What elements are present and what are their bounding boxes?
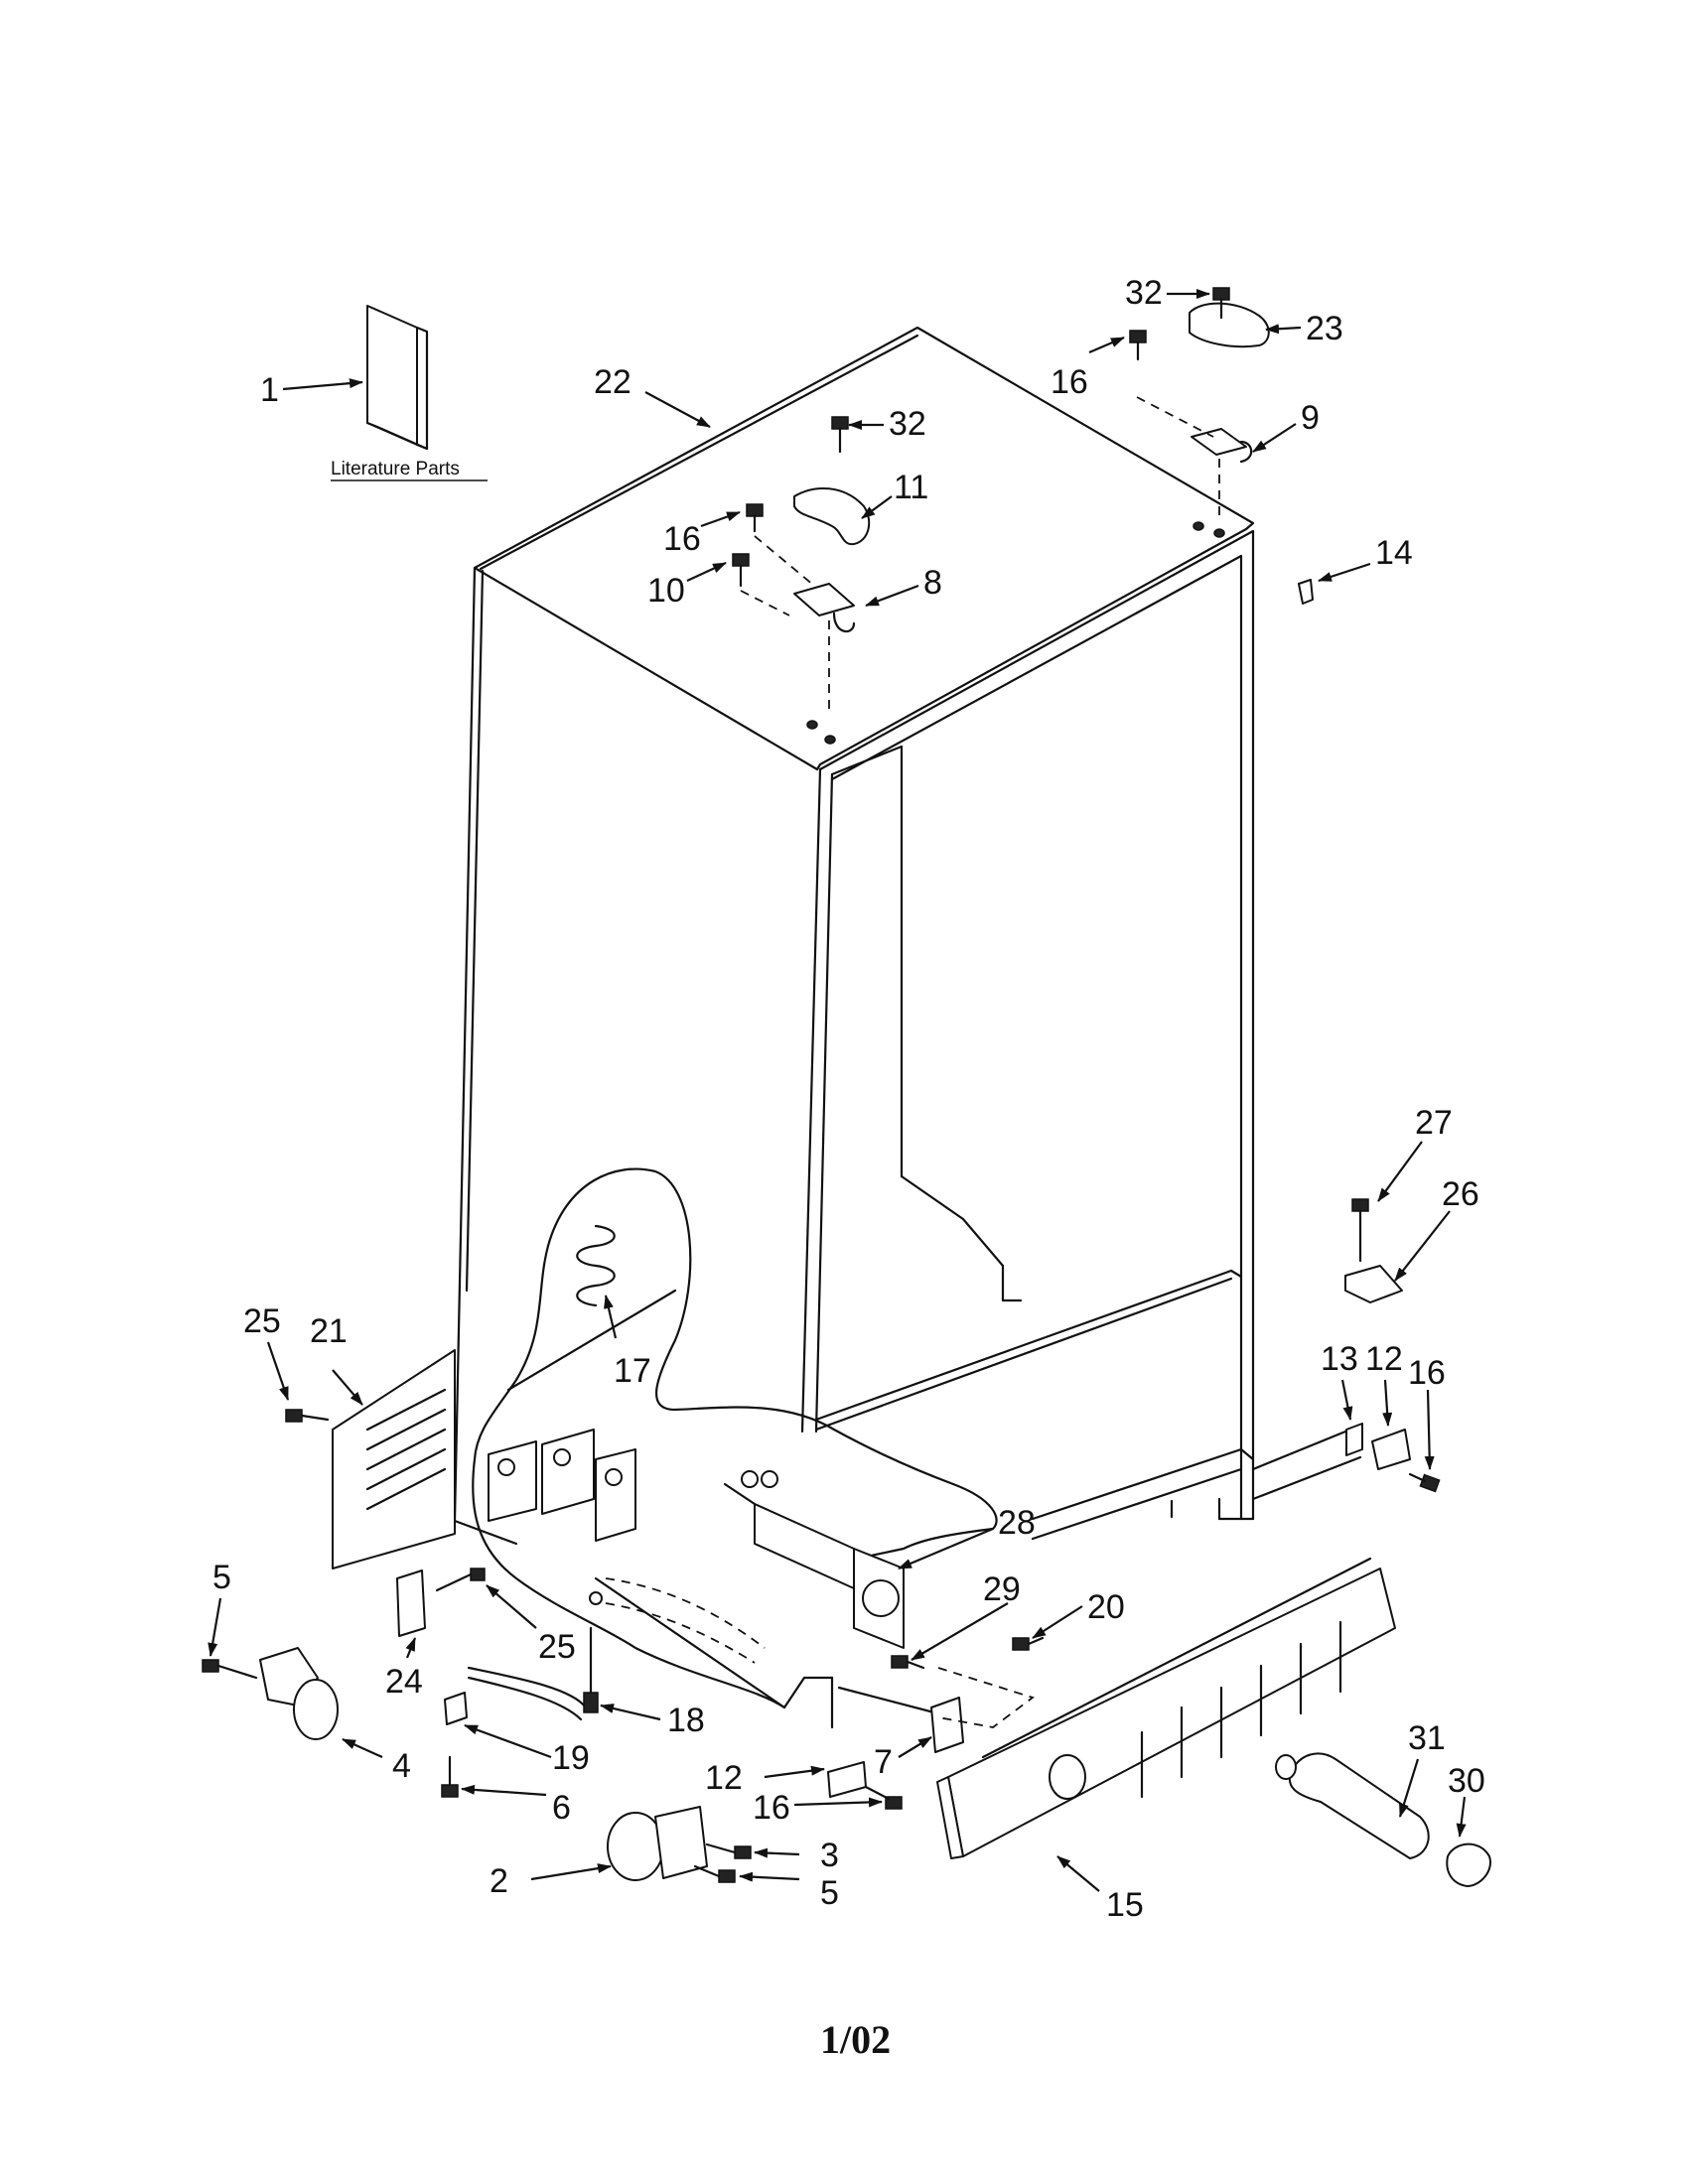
callout-18: 18 bbox=[667, 1702, 705, 1739]
clamp-19 bbox=[444, 1692, 468, 1725]
water-tube-18 bbox=[467, 1666, 588, 1709]
screw-5-right bbox=[693, 1864, 736, 1883]
screw-16-lower bbox=[864, 1785, 903, 1810]
callout-19: 19 bbox=[552, 1739, 590, 1777]
callout-23: 23 bbox=[1306, 310, 1343, 347]
screw-3 bbox=[705, 1843, 752, 1859]
callout-31: 31 bbox=[1408, 1719, 1446, 1757]
bracket-13 bbox=[1345, 1423, 1363, 1456]
screw-27 bbox=[1351, 1198, 1369, 1263]
screw-6 bbox=[441, 1755, 459, 1798]
callout-24: 24 bbox=[385, 1663, 423, 1701]
callout-28: 28 bbox=[998, 1504, 1036, 1542]
roller-2 bbox=[607, 1806, 708, 1881]
callout-13: 13 bbox=[1321, 1340, 1358, 1378]
roller-4 bbox=[259, 1647, 339, 1740]
hinge-cover-11 bbox=[793, 487, 871, 546]
callout-2: 2 bbox=[490, 1862, 508, 1900]
callout-16-right: 16 bbox=[1051, 363, 1088, 401]
callout-8: 8 bbox=[923, 564, 942, 602]
fitting-18 bbox=[583, 1626, 599, 1713]
hinge-9 bbox=[1191, 428, 1247, 456]
rear-grille-21 bbox=[332, 1349, 456, 1570]
toe-grille-guide bbox=[937, 1667, 1035, 1728]
screw-25-left bbox=[285, 1409, 330, 1423]
callout-16-top: 16 bbox=[663, 520, 701, 558]
screw-5-left bbox=[202, 1659, 258, 1680]
ice-chute-duct bbox=[723, 1470, 905, 1649]
hinge-8-guide-2 bbox=[740, 590, 790, 616]
bracket-12-lower bbox=[827, 1761, 867, 1798]
callout-16-lower-right: 16 bbox=[1408, 1354, 1446, 1392]
callout-1: 1 bbox=[260, 371, 279, 409]
callout-25-bracket: 25 bbox=[538, 1628, 576, 1666]
screw-20 bbox=[1012, 1636, 1045, 1651]
callout-5-left: 5 bbox=[212, 1559, 231, 1596]
callout-4: 4 bbox=[392, 1747, 411, 1785]
callout-32-right: 32 bbox=[1125, 274, 1163, 312]
callout-17: 17 bbox=[614, 1352, 651, 1390]
callout-6: 6 bbox=[552, 1789, 571, 1827]
leader-arrows bbox=[208, 289, 1467, 1892]
callout-25-left: 25 bbox=[243, 1302, 281, 1340]
screw-16-right bbox=[1129, 330, 1147, 361]
callout-7: 7 bbox=[874, 1743, 893, 1781]
screw-16-top bbox=[746, 503, 764, 533]
screw-32-top bbox=[831, 416, 849, 454]
callout-12-lower: 12 bbox=[705, 1759, 743, 1797]
callout-14: 14 bbox=[1375, 534, 1413, 572]
callout-12-right: 12 bbox=[1365, 1340, 1403, 1378]
hinge-8-guide bbox=[754, 535, 815, 587]
callout-11: 11 bbox=[894, 469, 928, 506]
literature-booklet bbox=[365, 305, 429, 451]
water-filter-31 bbox=[1275, 1752, 1430, 1859]
bracket-24 bbox=[396, 1570, 426, 1637]
literature-parts-label: Literature Parts bbox=[331, 459, 460, 479]
hinge-8 bbox=[793, 583, 856, 715]
callout-20: 20 bbox=[1087, 1588, 1125, 1626]
hinge-cover-23 bbox=[1189, 302, 1270, 348]
callout-9: 9 bbox=[1301, 399, 1320, 437]
cutaway-section bbox=[472, 1167, 998, 1709]
water-valve-assembly bbox=[488, 1429, 766, 1664]
hinge-9-guide bbox=[1136, 396, 1214, 438]
callout-3: 3 bbox=[820, 1837, 839, 1874]
callout-29: 29 bbox=[983, 1570, 1021, 1608]
callout-10: 10 bbox=[647, 572, 685, 610]
callout-5-right: 5 bbox=[820, 1874, 839, 1912]
screw-29 bbox=[891, 1655, 925, 1670]
callout-30: 30 bbox=[1448, 1762, 1485, 1800]
filter-cap-30 bbox=[1446, 1843, 1491, 1887]
screw-16-lower-right bbox=[1408, 1472, 1441, 1493]
callout-labels: 1 22 32 32 23 16 9 11 16 10 8 14 27 26 1… bbox=[212, 274, 1485, 1924]
callout-16-lower: 16 bbox=[753, 1789, 790, 1827]
bracket-7 bbox=[930, 1697, 964, 1753]
bracket-26 bbox=[1344, 1265, 1403, 1303]
callout-22: 22 bbox=[594, 363, 632, 401]
callout-15: 15 bbox=[1106, 1886, 1144, 1924]
screw-32-right bbox=[1212, 287, 1230, 320]
bracket-12-right bbox=[1371, 1429, 1411, 1470]
callout-21: 21 bbox=[310, 1312, 348, 1350]
screw-10 bbox=[732, 553, 750, 588]
callout-26: 26 bbox=[1442, 1175, 1479, 1213]
clip-14 bbox=[1298, 579, 1314, 605]
footer-date-code: 1/02 bbox=[820, 2017, 891, 2062]
screw-25-bracket bbox=[435, 1568, 486, 1592]
callout-27: 27 bbox=[1415, 1104, 1453, 1142]
callout-32-top: 32 bbox=[889, 405, 926, 443]
cabinet-body bbox=[453, 326, 1362, 1729]
toe-grille-15 bbox=[936, 1557, 1396, 1859]
